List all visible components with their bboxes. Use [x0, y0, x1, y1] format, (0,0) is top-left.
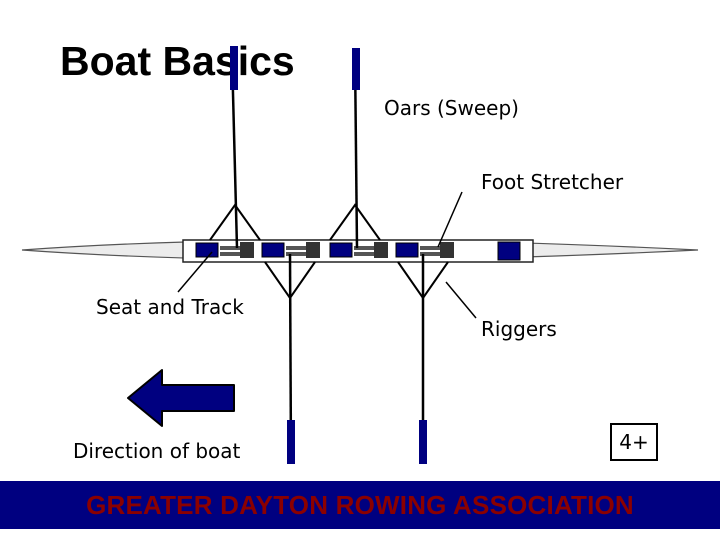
oar-blade [230, 46, 238, 90]
rigger [329, 203, 381, 241]
boat-class-badge: 4+ [610, 423, 658, 461]
oar-blade [419, 420, 427, 464]
seat [395, 242, 419, 258]
seat-track [220, 252, 250, 256]
coxswain-seat [497, 241, 521, 261]
foot-stretcher-label: Foot Stretcher [481, 170, 624, 194]
direction-label: Direction of boat [73, 439, 241, 463]
oars [230, 46, 427, 464]
foot-stretcher [240, 242, 254, 258]
slide-title: Boat Basics [60, 38, 295, 84]
seat-track-pointer [177, 251, 213, 293]
footer-text: GREATER DAYTON ROWING ASSOCIATION [86, 489, 634, 520]
seats-and-tracks [195, 242, 454, 258]
direction-arrow [127, 369, 235, 427]
riggers-label: Riggers [481, 317, 557, 341]
seat-track [220, 246, 250, 250]
seat-and-track-label: Seat and Track [96, 295, 244, 319]
oars-label: Oars (Sweep) [384, 96, 519, 120]
riggers-pointer [445, 281, 477, 319]
foot-stretcher [374, 242, 388, 258]
seat [329, 242, 353, 258]
foot-stretcher [306, 242, 320, 258]
seat-track [354, 246, 384, 250]
oar-blade [352, 48, 360, 90]
seat-track [354, 252, 384, 256]
seat-track [286, 252, 316, 256]
footer-banner: GREATER DAYTON ROWING ASSOCIATION [0, 481, 720, 529]
oar-blade [287, 420, 295, 464]
seat [261, 242, 285, 258]
foot-stretcher-pointer [437, 191, 463, 248]
seat-track [420, 252, 450, 256]
seat [195, 242, 219, 258]
seat-track [286, 246, 316, 250]
foot-stretcher [440, 242, 454, 258]
seat-track [420, 246, 450, 250]
